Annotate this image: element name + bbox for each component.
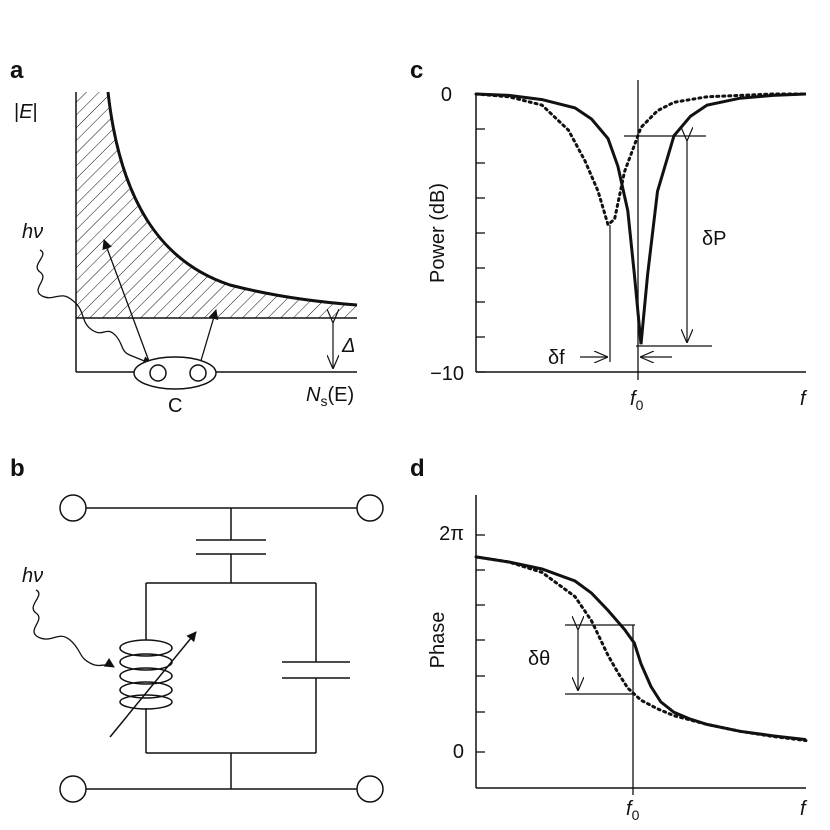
panel-b: b hν bbox=[10, 455, 384, 803]
quasiparticle-arrow-low bbox=[199, 309, 219, 365]
terminal-top-right bbox=[356, 494, 384, 522]
panel-d-ylabel: Phase bbox=[427, 612, 449, 669]
terminal-bottom-right bbox=[356, 775, 384, 803]
quasiparticle-arrow-high bbox=[102, 239, 151, 365]
panel-c-ytick-bottom: −10 bbox=[430, 363, 464, 385]
photon-wave-a bbox=[36, 249, 153, 366]
tunable-arrow bbox=[109, 631, 197, 738]
panel-a: a |E| Δ hν C Ns(E) bbox=[10, 57, 358, 417]
panel-c-ytick-top: 0 bbox=[441, 84, 452, 106]
panel-d-x-end-label: f bbox=[800, 798, 808, 820]
occupied-states-hatch bbox=[76, 92, 357, 318]
terminal-top-left bbox=[59, 494, 87, 522]
electron-right bbox=[189, 364, 207, 382]
density-of-states-curve bbox=[106, 91, 358, 307]
panel-d-f0-label: f0 bbox=[626, 798, 640, 823]
phase-curve-dotted bbox=[474, 555, 808, 743]
panel-c-f0-label: f0 bbox=[630, 388, 644, 413]
photon-label-a: hν bbox=[22, 221, 43, 243]
panel-d-letter: d bbox=[410, 455, 425, 482]
delta-f-label: δf bbox=[548, 347, 565, 369]
power-curve-solid bbox=[475, 92, 807, 345]
panel-a-y-axis-label: |E| bbox=[14, 101, 38, 123]
panel-c-x-end-label: f bbox=[800, 388, 808, 410]
panel-c-ylabel: Power (dB) bbox=[427, 183, 449, 283]
gap-label: Δ bbox=[341, 335, 355, 357]
phase-curve-solid bbox=[475, 555, 807, 742]
panel-a-x-axis-label: Ns(E) bbox=[306, 384, 354, 409]
variable-inductor bbox=[119, 639, 173, 710]
panel-b-letter: b bbox=[10, 455, 25, 482]
electron-left bbox=[149, 364, 167, 382]
power-curve-dotted bbox=[474, 92, 808, 228]
delta-theta-label: δθ bbox=[528, 648, 550, 670]
panel-c: c Power (dB) 0 −10 f0 f δP δf bbox=[410, 57, 808, 413]
panel-a-letter: a bbox=[10, 57, 24, 84]
panel-d-ytick-bottom: 0 bbox=[453, 741, 464, 763]
photon-wave-b bbox=[32, 589, 115, 668]
photon-label-b: hν bbox=[22, 565, 43, 587]
panel-c-letter: c bbox=[410, 57, 423, 84]
cooper-pair-label: C bbox=[168, 395, 182, 417]
panel-c-ticks bbox=[476, 93, 485, 373]
delta-p-label: δP bbox=[702, 228, 726, 250]
panel-d-ytick-top: 2π bbox=[439, 523, 464, 545]
panel-d-ticks bbox=[476, 534, 485, 753]
panel-d: d Phase 2π 0 f0 f δθ bbox=[410, 455, 808, 823]
terminal-bottom-left bbox=[59, 775, 87, 803]
